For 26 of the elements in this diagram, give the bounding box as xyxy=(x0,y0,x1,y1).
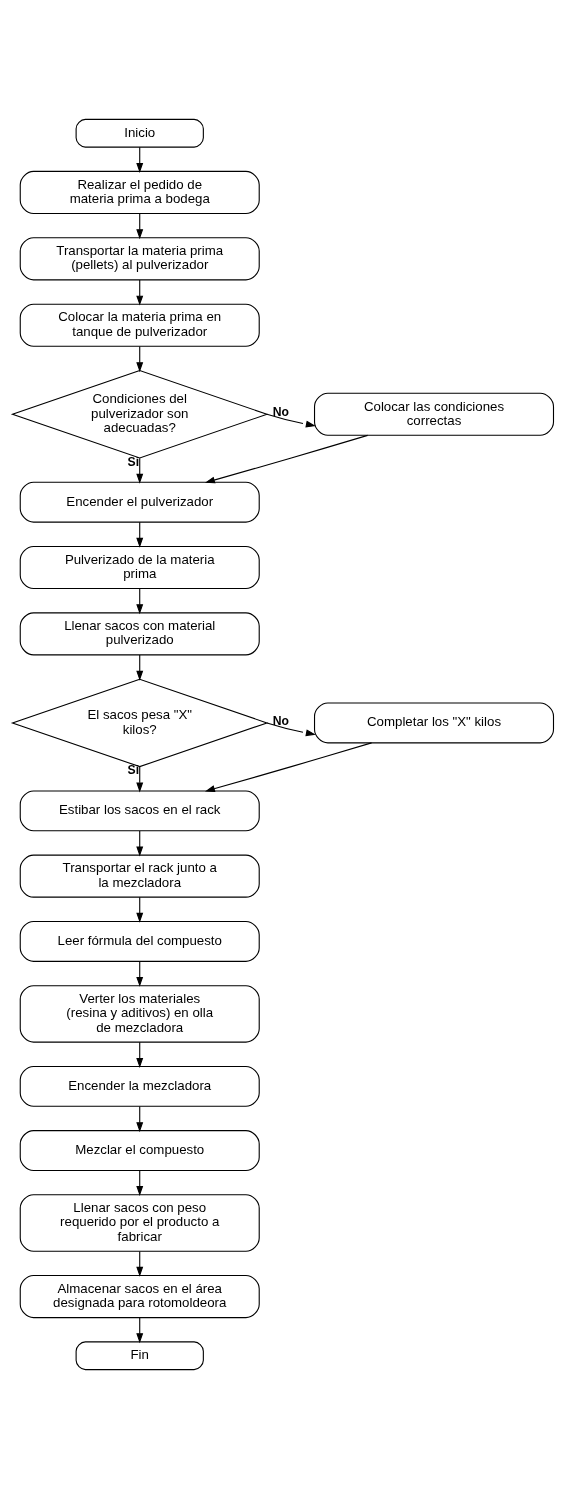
edge-label: No xyxy=(272,405,289,420)
arrow xyxy=(266,413,316,428)
node-box: Realizar el pedido de materia prima a bodega xyxy=(19,170,260,214)
node-box: Almacenar sacos en el área designada para rotomoldeora xyxy=(19,1275,260,1319)
node-box: Estibar los sacos en el rack xyxy=(19,790,260,832)
node-box: Pulverizado de la materia prima xyxy=(19,545,260,590)
node-box: Verter los materiales (resina y aditivos) en olla de mezcladora xyxy=(19,985,260,1043)
edge-label: No xyxy=(272,713,289,728)
node-box: Colocar la materia prima en tanque de pulverizador xyxy=(19,303,260,347)
arrow xyxy=(204,434,369,484)
node-box: Transportar el rack junto a la mezcladora xyxy=(19,854,260,898)
node-box: Encender la mezcladora xyxy=(19,1065,260,1107)
arrow xyxy=(136,1250,144,1277)
node-box: Encender el pulverizador xyxy=(19,481,260,523)
node-box: Fin xyxy=(75,1341,204,1371)
node-box: Leer fórmula del compuesto xyxy=(19,920,260,962)
node-box: Llenar sacos con peso requerido por el producto a fabricar xyxy=(19,1194,260,1252)
node-box: Completar los "X" kilos xyxy=(313,702,555,744)
arrow xyxy=(136,457,144,484)
arrow xyxy=(204,742,373,793)
node-box: Colocar las condiciones correctas xyxy=(313,392,555,436)
node-box: Transportar la materia prima (pellets) al pulverizador xyxy=(19,237,260,281)
arrow xyxy=(266,722,316,737)
node-box: Mezclar el compuesto xyxy=(19,1130,260,1171)
node-box: Llenar sacos con material pulverizado xyxy=(19,612,260,656)
node-box: Inicio xyxy=(75,118,204,148)
